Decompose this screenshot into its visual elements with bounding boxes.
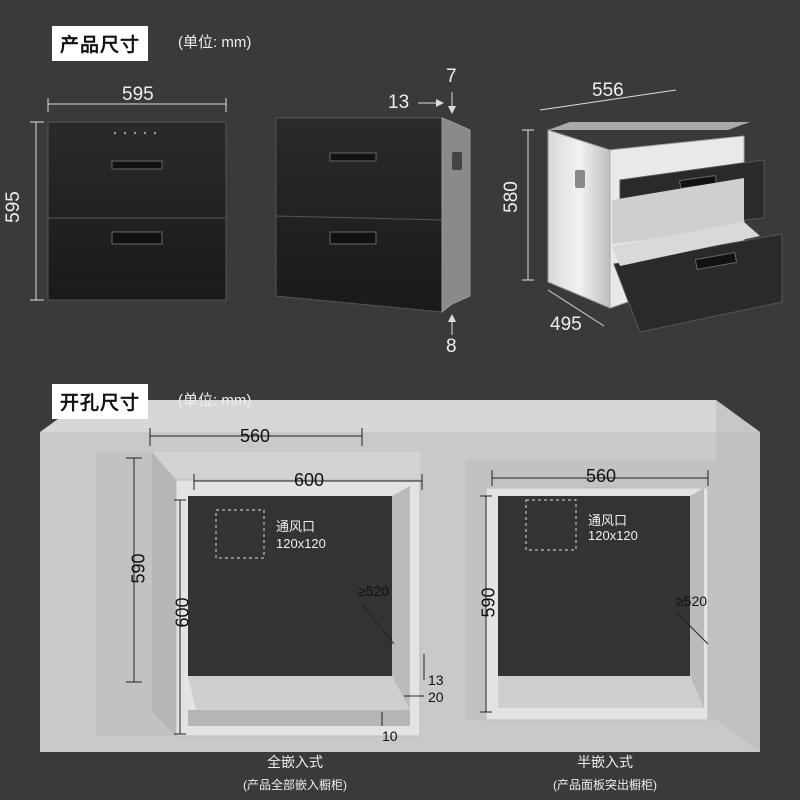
iso-depth-label: 495 [550, 314, 582, 335]
side-offset-dimensions [418, 92, 456, 335]
isometric-cabinet [547, 122, 783, 333]
half-vent-size: 120x120 [588, 528, 638, 543]
iso-dimensions [522, 89, 677, 327]
side-offset-13-label: 13 [388, 92, 410, 113]
iso-height-label: 580 [500, 181, 522, 213]
iso-width-label: 556 [592, 80, 624, 101]
half-embed-caption-sub: (产品面板突出橱柜) [553, 778, 657, 792]
side-bottom-8-label: 8 [446, 336, 457, 357]
full-gap-20: 20 [428, 689, 444, 705]
cutout-dimensions-title: 开孔尺寸 [52, 384, 149, 419]
front-width-label: 595 [122, 84, 154, 105]
full-gap-13: 13 [428, 672, 444, 688]
product-dimensions-title: 产品尺寸 [52, 26, 149, 61]
half-height-label: 590 [478, 587, 499, 618]
full-inner-width-label: 600 [294, 470, 325, 490]
side-top-7-label: 7 [446, 66, 457, 87]
side-view-cabinet [275, 117, 471, 314]
full-vent-size: 120x120 [276, 536, 326, 551]
front-width-dimension [47, 98, 227, 112]
full-embed-caption-sub: (产品全部嵌入橱柜) [243, 778, 347, 792]
front-view-cabinet [47, 121, 227, 301]
full-vent-label: 通风口 [276, 519, 316, 534]
cutout-dimensions-unit: (单位: mm) [178, 392, 252, 409]
full-inner-height-label: 600 [172, 597, 193, 628]
front-height-label: 595 [2, 191, 24, 223]
cutout-box [40, 400, 760, 752]
front-height-dimension [30, 121, 44, 301]
half-depth-min: ≥520 [676, 593, 708, 609]
full-depth-min: ≥520 [358, 583, 390, 599]
half-embed-caption: 半嵌入式 (产品面板突出橱柜) [530, 752, 680, 793]
full-embed-caption-main: 全嵌入式 [267, 754, 323, 770]
half-vent-label: 通风口 [588, 513, 628, 528]
full-embed-caption: 全嵌入式 (产品全部嵌入橱柜) [220, 752, 370, 793]
vent-left [215, 509, 265, 559]
cutout-dimension-lines [126, 428, 709, 735]
full-gap-10: 10 [382, 728, 398, 744]
product-dimensions-unit: (单位: mm) [178, 34, 252, 51]
half-top-width-label: 560 [586, 466, 617, 486]
vent-right [525, 499, 577, 551]
full-top-outer-width-label: 560 [240, 426, 271, 446]
full-outer-height-label: 590 [128, 553, 149, 584]
half-embed-caption-main: 半嵌入式 [577, 754, 633, 770]
